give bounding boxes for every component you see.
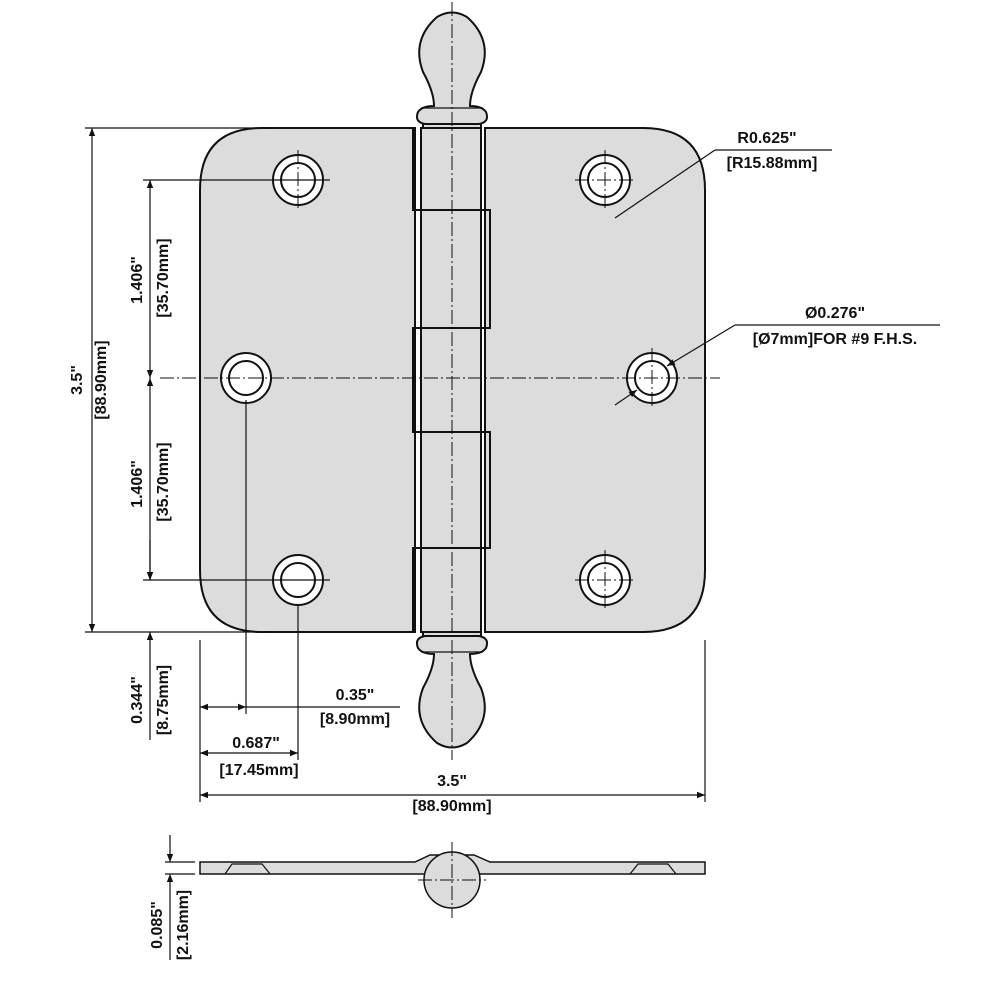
radius-inch: R0.625"	[737, 130, 796, 147]
hole-diameter-inch: Ø0.276"	[805, 305, 865, 322]
thickness-mm: [2.16mm]	[175, 890, 192, 960]
left-leaf	[199, 127, 416, 633]
middle-offset-inch: 0.35"	[336, 687, 375, 704]
height-inch: 3.5"	[69, 365, 86, 395]
hole-diameter-mm: [Ø7mm]FOR #9 F.H.S.	[753, 331, 917, 348]
lower-spacing-inch: 1.406"	[129, 460, 146, 508]
thickness-inch: 0.085"	[149, 901, 166, 949]
bottom-offset-inch: 0.344"	[129, 676, 146, 724]
hinge-barrel	[412, 2, 491, 760]
middle-offset-mm: [8.90mm]	[320, 711, 390, 728]
dimension-lines	[85, 127, 940, 802]
height-mm: [88.90mm]	[93, 340, 110, 419]
width-inch: 3.5"	[437, 773, 467, 790]
upper-spacing-inch: 1.406"	[129, 256, 146, 304]
outer-offset-mm: [17.45mm]	[219, 762, 298, 779]
bottom-offset-mm: [8.75mm]	[155, 665, 172, 735]
lower-spacing-mm: [35.70mm]	[155, 442, 172, 521]
radius-mm: [R15.88mm]	[727, 155, 818, 172]
side-view	[165, 835, 706, 960]
dimension-labels: 3.5" [88.90mm] 1.406" [35.70mm] 1.406" […	[69, 130, 917, 960]
width-mm: [88.90mm]	[412, 798, 491, 815]
outer-offset-inch: 0.687"	[232, 735, 280, 752]
right-leaf	[484, 127, 706, 633]
upper-spacing-mm: [35.70mm]	[155, 238, 172, 317]
